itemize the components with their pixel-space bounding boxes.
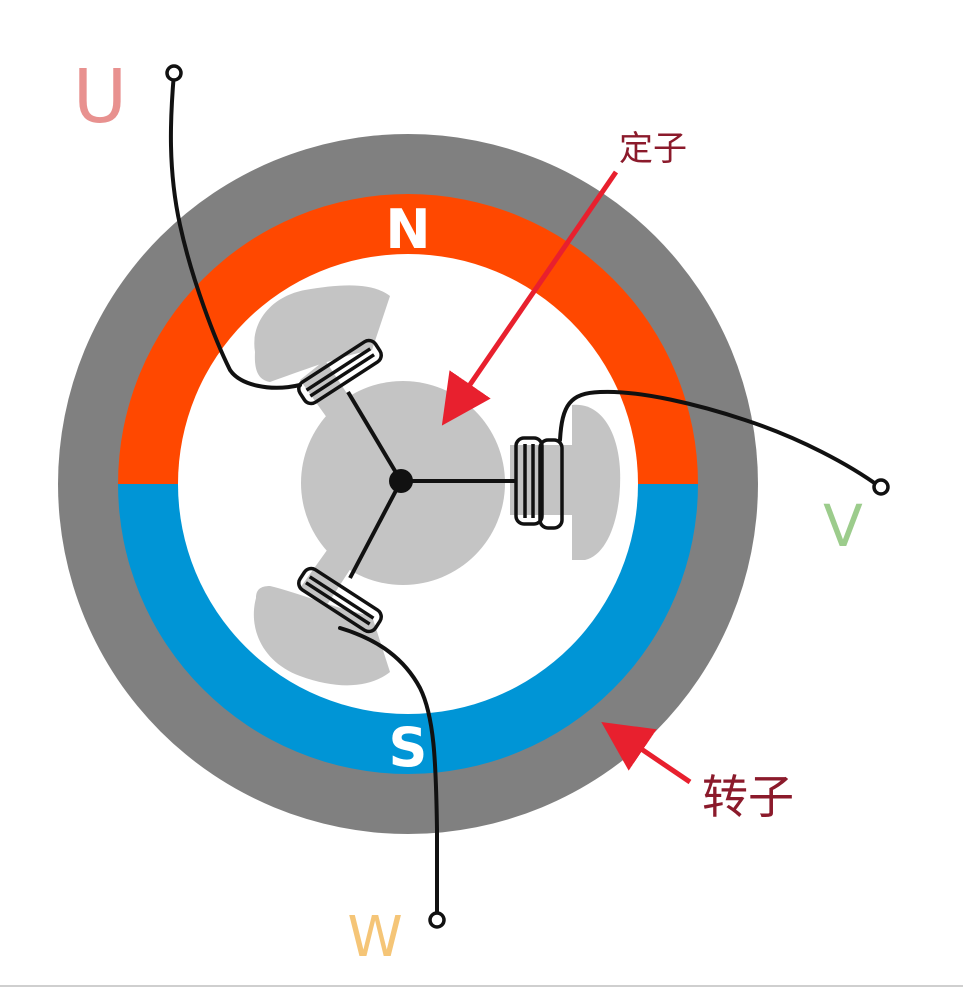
rotor-callout-arrow [601, 721, 692, 785]
stator-callout-arrow [441, 170, 619, 426]
phase-w-label: W [347, 905, 402, 970]
stator-tooth-lower-left [253, 490, 392, 686]
stator-tooth-right [510, 404, 621, 560]
terminal-w [428, 911, 446, 929]
stator-tooth-upper-left [254, 285, 392, 478]
terminals [165, 64, 890, 929]
coil-lower-left [297, 566, 383, 634]
rotor-callout-label: 转子 [702, 770, 794, 824]
phase-v-wire [558, 389, 882, 489]
neutral-point [389, 469, 413, 493]
terminal-v [872, 478, 890, 496]
north-pole-label: N [385, 198, 430, 261]
coil-upper-left [297, 338, 383, 406]
stator-callout-label: 定子 [619, 129, 687, 169]
south-pole-label: S [389, 716, 428, 779]
stator [253, 285, 621, 686]
terminal-u [165, 64, 183, 82]
phase-u-wire [168, 71, 302, 390]
phase-w-wire [338, 626, 440, 922]
phase-v-label: V [823, 492, 863, 560]
phase-u-label: U [73, 54, 127, 140]
phase-wires [168, 71, 882, 922]
star-connection [346, 390, 516, 579]
